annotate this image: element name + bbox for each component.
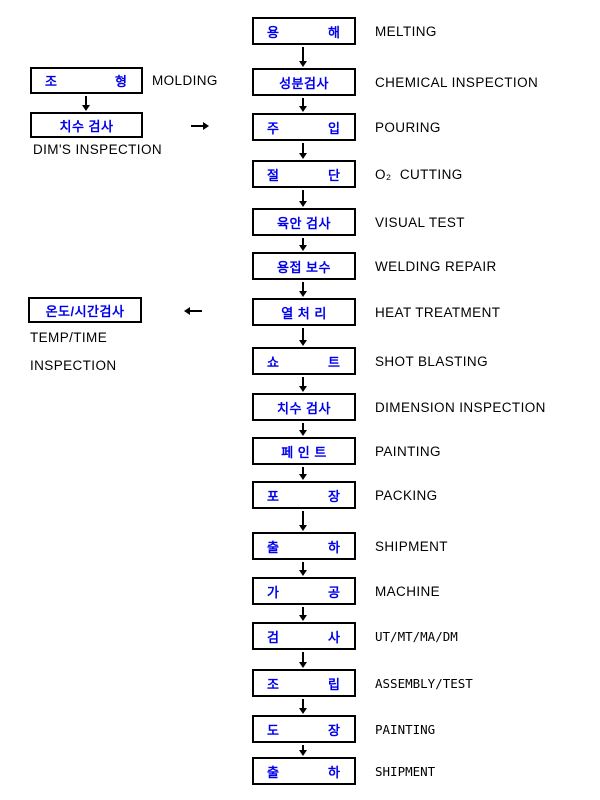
flow-box-korean-text: 육안 검사	[277, 215, 331, 231]
flow-box-painting: 페 인 트	[252, 437, 356, 465]
flow-box-korean-text: 치수 검사	[277, 400, 331, 416]
flow-arrow-down-icon	[298, 607, 307, 621]
flow-arrow-down-icon	[298, 143, 307, 159]
flow-arrow-down-icon	[298, 47, 307, 67]
flow-box-dims-inspection: 치수 검사	[30, 112, 143, 138]
flow-box-korean-text: 출 하	[267, 764, 341, 780]
flow-box-packing: 포 장	[252, 481, 356, 509]
flow-box-korean-text: 열 처 리	[281, 305, 327, 321]
flow-arrow-left-icon	[184, 307, 202, 315]
flow-box-chemical-inspection: 성분검사	[252, 68, 356, 96]
flow-arrow-down-icon	[298, 190, 307, 207]
caption-dims-inspection: DIM'S INSPECTION	[33, 142, 162, 157]
flow-label-assembly-test: ASSEMBLY/TEST	[375, 676, 473, 691]
flow-box-shot-blasting: 쇼 트	[252, 347, 356, 375]
flow-label-dimension-inspection: DIMENSION INSPECTION	[375, 400, 546, 415]
flow-box-shipment: 출 하	[252, 757, 356, 785]
flow-arrow-down-icon	[298, 328, 307, 346]
flow-arrow-down-icon	[298, 652, 307, 668]
flow-box-pouring: 주 입	[252, 113, 356, 141]
flow-box-melting: 용 해	[252, 17, 356, 45]
flow-arrow-down-icon	[298, 98, 307, 112]
flow-box-korean-text: 조 립	[267, 676, 341, 692]
flow-label-shipment: SHIPMENT	[375, 539, 448, 554]
flow-box-korean-text: 온도/시간검사	[45, 303, 125, 319]
flow-box-korean-text: 페 인 트	[281, 444, 327, 460]
flow-box-painting: 도 장	[252, 715, 356, 743]
flow-arrow-down-icon	[298, 467, 307, 480]
flow-label-machine: MACHINE	[375, 584, 441, 599]
flow-box-temp-time-inspection: 온도/시간검사	[28, 297, 142, 323]
flow-arrow-right-icon	[191, 122, 209, 130]
flow-arrow-down-icon	[81, 96, 90, 111]
flow-label-welding-repair: WELDING REPAIR	[375, 259, 497, 274]
flow-box-korean-text: 조 형	[45, 74, 128, 89]
flow-label-heat-treatment: HEAT TREATMENT	[375, 305, 501, 320]
flow-box-korean-text: 용접 보수	[277, 259, 331, 275]
flow-box-dimension-inspection: 치수 검사	[252, 393, 356, 421]
flow-box-heat-treatment: 열 처 리	[252, 298, 356, 326]
flow-arrow-down-icon	[298, 377, 307, 392]
flow-box-o-cutting: 절 단	[252, 160, 356, 188]
flow-box-korean-text: 주 입	[267, 120, 341, 136]
flow-box-molding: 조 형	[30, 67, 143, 94]
flow-arrow-down-icon	[298, 745, 307, 756]
flow-arrow-down-icon	[298, 238, 307, 251]
flow-arrow-down-icon	[298, 282, 307, 297]
flow-box-korean-text: 성분검사	[279, 75, 329, 91]
flow-arrow-down-icon	[298, 423, 307, 436]
flow-label-chemical-inspection: CHEMICAL INSPECTION	[375, 75, 539, 90]
flow-arrow-down-icon	[298, 562, 307, 576]
flow-box-ut-mt-ma-dm: 검 사	[252, 622, 356, 650]
flow-label-molding: MOLDING	[152, 73, 218, 88]
flow-box-machine: 가 공	[252, 577, 356, 605]
flow-box-assembly-test: 조 립	[252, 669, 356, 697]
flow-box-korean-text: 가 공	[267, 584, 341, 600]
flow-arrow-down-icon	[298, 699, 307, 714]
flow-box-korean-text: 치수 검사	[59, 118, 114, 134]
flow-box-korean-text: 출 하	[267, 539, 341, 555]
flow-label-melting: MELTING	[375, 24, 437, 39]
flow-box-visual-test: 육안 검사	[252, 208, 356, 236]
flow-arrow-down-icon	[298, 511, 307, 531]
flow-label-shipment: SHIPMENT	[375, 764, 436, 779]
flow-label-visual-test: VISUAL TEST	[375, 215, 465, 230]
flow-label-painting: PAINTING	[375, 722, 436, 737]
caption-temp-time: TEMP/TIME	[30, 330, 108, 345]
flow-box-korean-text: 절 단	[267, 167, 341, 183]
flow-label-painting: PAINTING	[375, 444, 441, 459]
caption-inspection: INSPECTION	[30, 358, 117, 373]
flow-label-packing: PACKING	[375, 488, 438, 503]
flow-label-shot-blasting: SHOT BLASTING	[375, 354, 488, 369]
flow-box-korean-text: 용 해	[267, 24, 341, 40]
flow-box-korean-text: 도 장	[267, 722, 341, 738]
flow-box-korean-text: 검 사	[267, 629, 341, 645]
flow-label-ut-mt-ma-dm: UT/MT/MA/DM	[375, 629, 458, 644]
flow-box-korean-text: 쇼 트	[267, 354, 341, 370]
flow-box-korean-text: 포 장	[267, 488, 341, 504]
flow-box-welding-repair: 용접 보수	[252, 252, 356, 280]
flow-label-o-cutting: O₂ CUTTING	[375, 167, 463, 182]
flow-label-pouring: POURING	[375, 120, 441, 135]
flow-box-shipment: 출 하	[252, 532, 356, 560]
